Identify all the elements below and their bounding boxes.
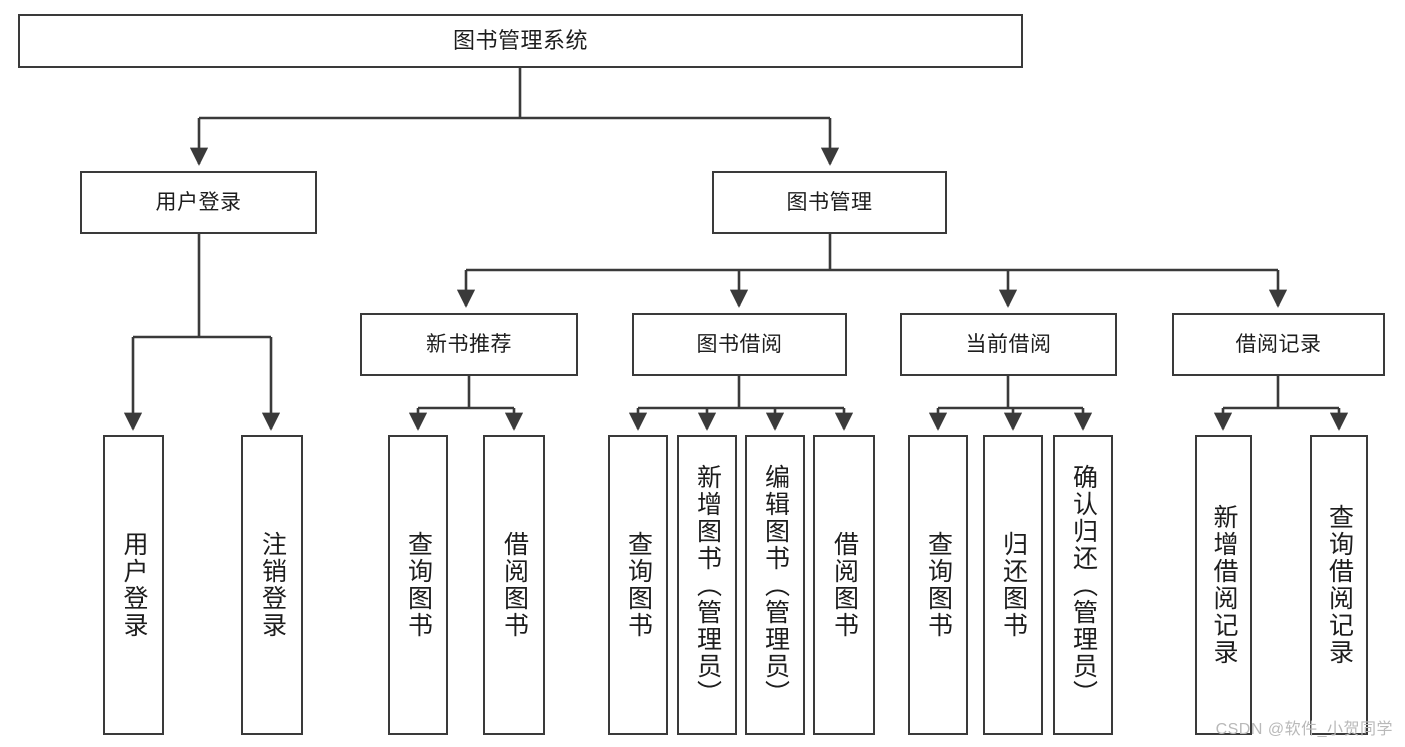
leaf-node-label: 查询图书	[624, 531, 653, 639]
leaf-node-label: 归还图书	[999, 531, 1028, 639]
leaf-node-label: 借阅图书	[500, 531, 529, 639]
leaf-node[interactable]: 查询图书	[608, 435, 668, 735]
leaf-node-label: 注销登录	[258, 531, 287, 639]
node-book-borrow[interactable]: 图书借阅	[632, 313, 847, 376]
leaf-node-label: 查询图书	[924, 531, 953, 639]
node-user-login-label: 用户登录	[155, 190, 242, 214]
node-user-login[interactable]: 用户登录	[80, 171, 317, 234]
leaf-node[interactable]: 查询借阅记录	[1310, 435, 1368, 735]
node-new-book-recommend[interactable]: 新书推荐	[360, 313, 578, 376]
node-book-management[interactable]: 图书管理	[712, 171, 947, 234]
leaf-node[interactable]: 新增图书（管理员）	[677, 435, 737, 735]
leaf-node[interactable]: 查询图书	[388, 435, 448, 735]
leaf-node-label: 新增借阅记录	[1210, 504, 1238, 666]
leaf-node[interactable]: 归还图书	[983, 435, 1043, 735]
leaf-node[interactable]: 用户登录	[103, 435, 164, 735]
node-book-management-label: 图书管理	[786, 190, 873, 214]
node-book-borrow-label: 图书借阅	[696, 332, 783, 356]
node-current-borrow[interactable]: 当前借阅	[900, 313, 1117, 376]
leaf-node-label: 用户登录	[120, 531, 148, 639]
leaf-node-label: 编辑图书（管理员）	[761, 463, 790, 707]
leaf-node-label: 确认归还（管理员）	[1069, 463, 1098, 707]
node-new-book-recommend-label: 新书推荐	[426, 332, 512, 356]
leaf-node[interactable]: 查询图书	[908, 435, 968, 735]
node-current-borrow-label: 当前借阅	[965, 332, 1052, 356]
leaf-node[interactable]: 借阅图书	[813, 435, 875, 735]
watermark: CSDN @软件_小贺同学	[1215, 721, 1393, 738]
leaf-node[interactable]: 新增借阅记录	[1195, 435, 1252, 735]
leaf-node-label: 查询借阅记录	[1325, 504, 1354, 666]
node-root-label: 图书管理系统	[452, 27, 588, 53]
leaf-node-label: 查询图书	[404, 531, 433, 639]
leaf-node-label: 新增图书（管理员）	[693, 463, 722, 707]
leaf-node[interactable]: 注销登录	[241, 435, 303, 735]
node-borrow-record[interactable]: 借阅记录	[1172, 313, 1385, 376]
leaf-node[interactable]: 借阅图书	[483, 435, 545, 735]
leaf-node[interactable]: 编辑图书（管理员）	[745, 435, 805, 735]
node-borrow-record-label: 借阅记录	[1235, 332, 1322, 356]
leaf-node[interactable]: 确认归还（管理员）	[1053, 435, 1113, 735]
leaf-node-label: 借阅图书	[830, 531, 859, 639]
node-root-system[interactable]: 图书管理系统	[18, 14, 1023, 68]
